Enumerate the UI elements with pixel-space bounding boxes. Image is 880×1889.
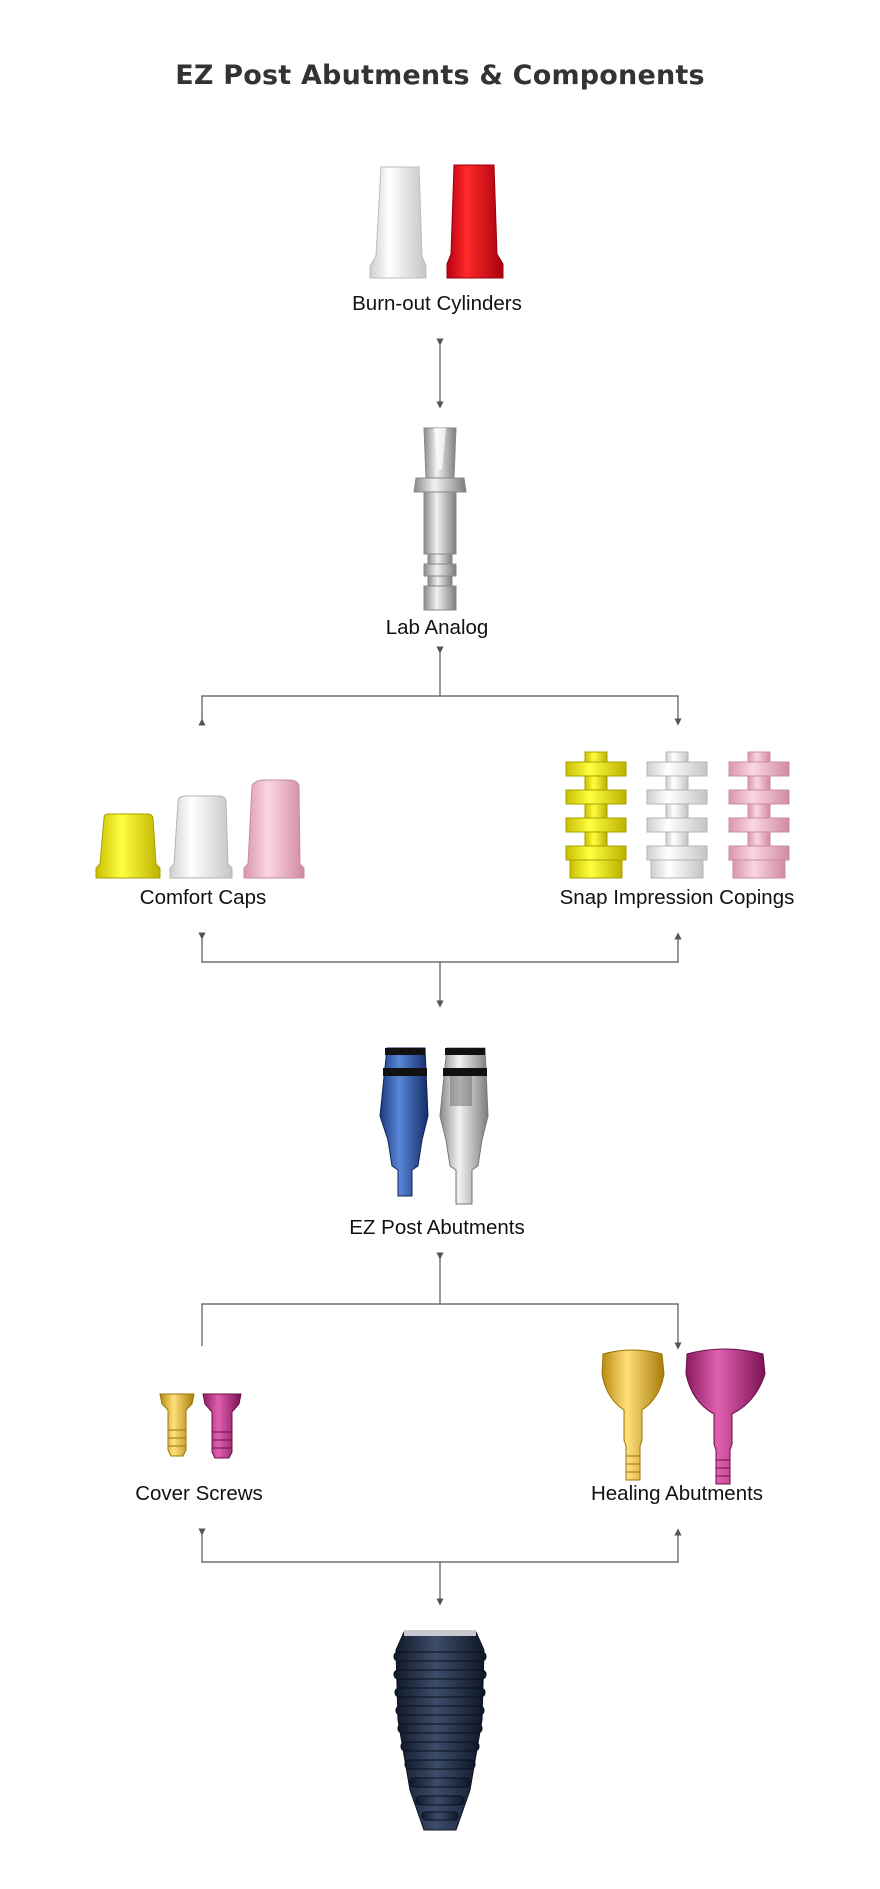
connector-screws-merge xyxy=(198,1528,682,1606)
ez-post-abutments-image xyxy=(379,1047,489,1205)
connector-analog-branch xyxy=(198,646,682,726)
snap-impression-copings-image xyxy=(565,751,790,879)
label-healing-abutments: Healing Abutments xyxy=(590,1482,764,1505)
comfort-caps-image xyxy=(95,779,305,879)
label-cover-screws: Cover Screws xyxy=(135,1482,263,1505)
lab-analog-image xyxy=(413,427,467,611)
burnout-cylinders-image xyxy=(369,164,504,279)
label-snap-impression-copings: Snap Impression Copings xyxy=(559,886,795,909)
implant-image xyxy=(393,1630,487,1831)
label-lab-analog: Lab Analog xyxy=(385,616,489,639)
label-comfort-caps: Comfort Caps xyxy=(139,886,267,909)
connector-ezpost-branch xyxy=(201,1252,682,1350)
page-title: EZ Post Abutments & Components xyxy=(175,60,705,91)
connector-caps-merge xyxy=(198,932,682,1008)
cover-screws-image xyxy=(159,1393,242,1459)
label-burnout-cylinders: Burn-out Cylinders xyxy=(352,292,522,315)
label-ez-post-abutments: EZ Post Abutments xyxy=(349,1216,525,1239)
healing-abutments-image xyxy=(601,1348,766,1485)
